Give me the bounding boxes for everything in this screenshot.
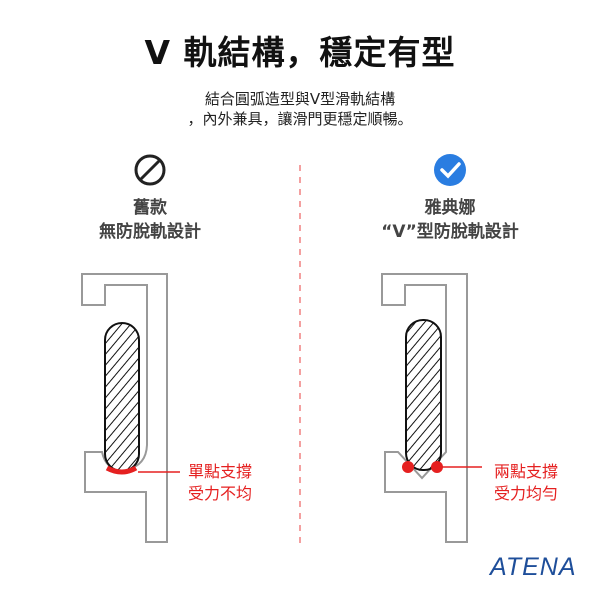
left-note-1: 單點支撐 <box>188 462 253 481</box>
left-heading: 舊款 無防脫軌設計 <box>30 196 270 244</box>
v-rail <box>405 319 442 471</box>
single-contact-mark <box>105 465 138 475</box>
page-title: V 軌結構，穩定有型 <box>144 33 456 72</box>
check-circle-icon <box>434 154 466 186</box>
prohibited-icon <box>134 154 166 186</box>
right-heading: 雅典娜 “V”型防脫軌設計 <box>330 196 570 244</box>
contact-point-left <box>402 461 414 473</box>
right-label-1: 雅典娜 <box>424 198 476 218</box>
v-track-profile <box>381 273 468 543</box>
left-note: 單點支撐 受力不均 <box>188 461 252 505</box>
brand-logo: ATENA <box>490 553 577 581</box>
subtitle-line-2: ，內外兼具，讓滑門更穩定順暢。 <box>187 110 413 128</box>
left-label-2: 無防脫軌設計 <box>99 222 201 242</box>
subtitle-line-1: 結合圓弧造型與V型滑軌結構 <box>204 90 396 108</box>
right-note-2: 受力均勻 <box>494 484 559 503</box>
old-rail <box>104 322 140 472</box>
right-note: 兩點支撐 受力均勻 <box>494 461 558 505</box>
left-note-2: 受力不均 <box>188 484 253 503</box>
right-label-2: “V”型防脫軌設計 <box>381 222 519 242</box>
right-note-1: 兩點支撐 <box>494 462 559 481</box>
left-label-1: 舊款 <box>133 198 167 218</box>
